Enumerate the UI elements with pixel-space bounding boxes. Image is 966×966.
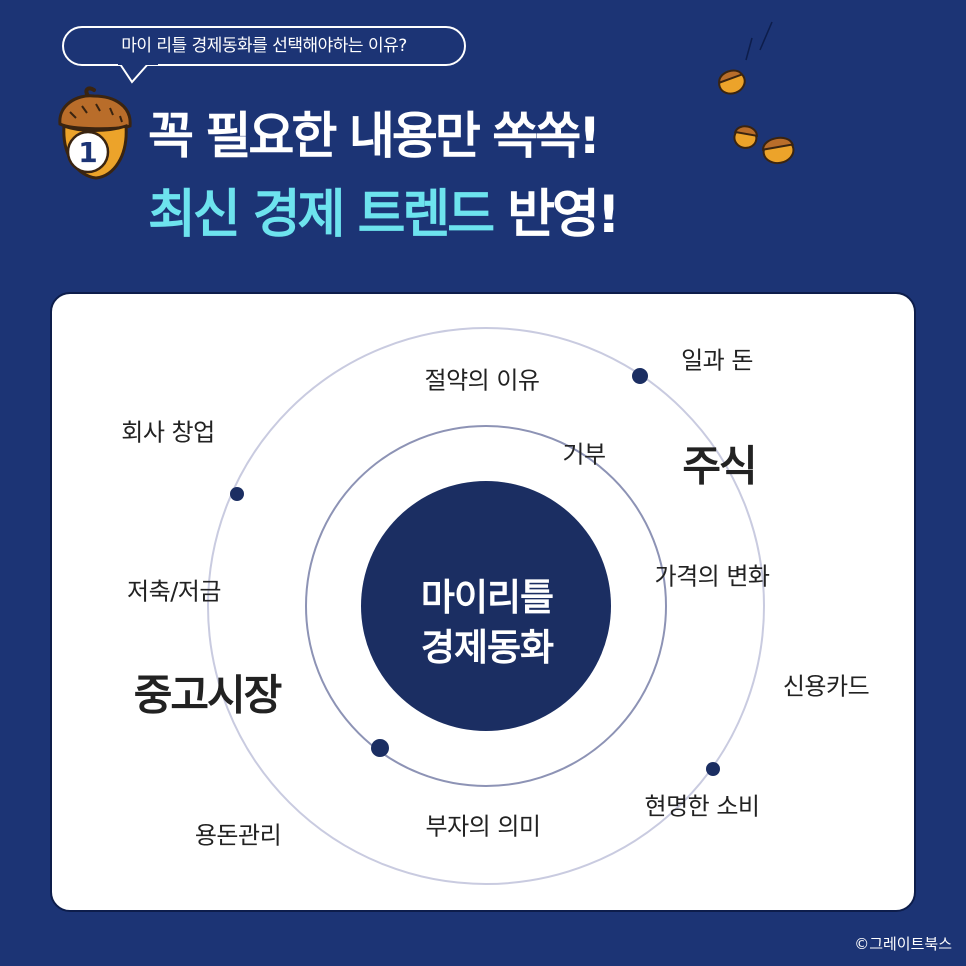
center-title-line2: 경제동화 — [420, 626, 554, 669]
speech-bubble: 마이 리틀 경제동화를 선택해야하는 이유? — [62, 26, 466, 66]
orbit-dot — [371, 739, 389, 757]
copyright-text: ©그레이트북스 — [854, 935, 952, 953]
topic-word: 저축/저금 — [127, 577, 221, 606]
topic-word: 신용카드 — [782, 672, 870, 701]
speech-bubble-tail — [118, 62, 158, 84]
topic-word-large: 중고시장 — [133, 670, 283, 720]
center-title-line1: 마이리틀 — [420, 576, 554, 619]
topic-word: 부자의 의미 — [425, 812, 541, 841]
bubble-text: 마이 리틀 경제동화를 선택해야하는 이유? — [121, 36, 407, 56]
orbit-dot — [706, 762, 720, 776]
headline-line2: 최신 경제 트렌드 반영! — [148, 172, 621, 247]
acorn-number-icon: 1 — [58, 86, 132, 180]
headline-highlight: 최신 경제 트렌드 — [148, 185, 495, 245]
inner-ring — [305, 425, 667, 787]
headline-line1: 꼭 필요한 내용만 쏙쏙! — [148, 107, 601, 165]
topic-word-large: 주식 — [682, 441, 757, 491]
center-title: 마이리틀 경제동화 — [362, 518, 612, 728]
topic-word: 일과 돈 — [681, 346, 753, 375]
badge-number: 1 — [78, 136, 97, 169]
topic-word: 절약의 이유 — [424, 366, 540, 395]
topic-word: 현명한 소비 — [644, 792, 760, 821]
topic-word: 가격의 변화 — [654, 562, 770, 591]
headline-rest: 반영! — [492, 185, 620, 245]
topic-word: 기부 — [562, 440, 606, 469]
outer-ring — [207, 327, 765, 885]
topic-word: 회사 창업 — [121, 418, 215, 447]
orbit-dot — [230, 487, 244, 501]
falling-acorns-icon — [718, 21, 795, 165]
center-circle — [361, 481, 611, 731]
topic-word: 용돈관리 — [194, 821, 282, 850]
orbit-dot — [632, 368, 648, 384]
